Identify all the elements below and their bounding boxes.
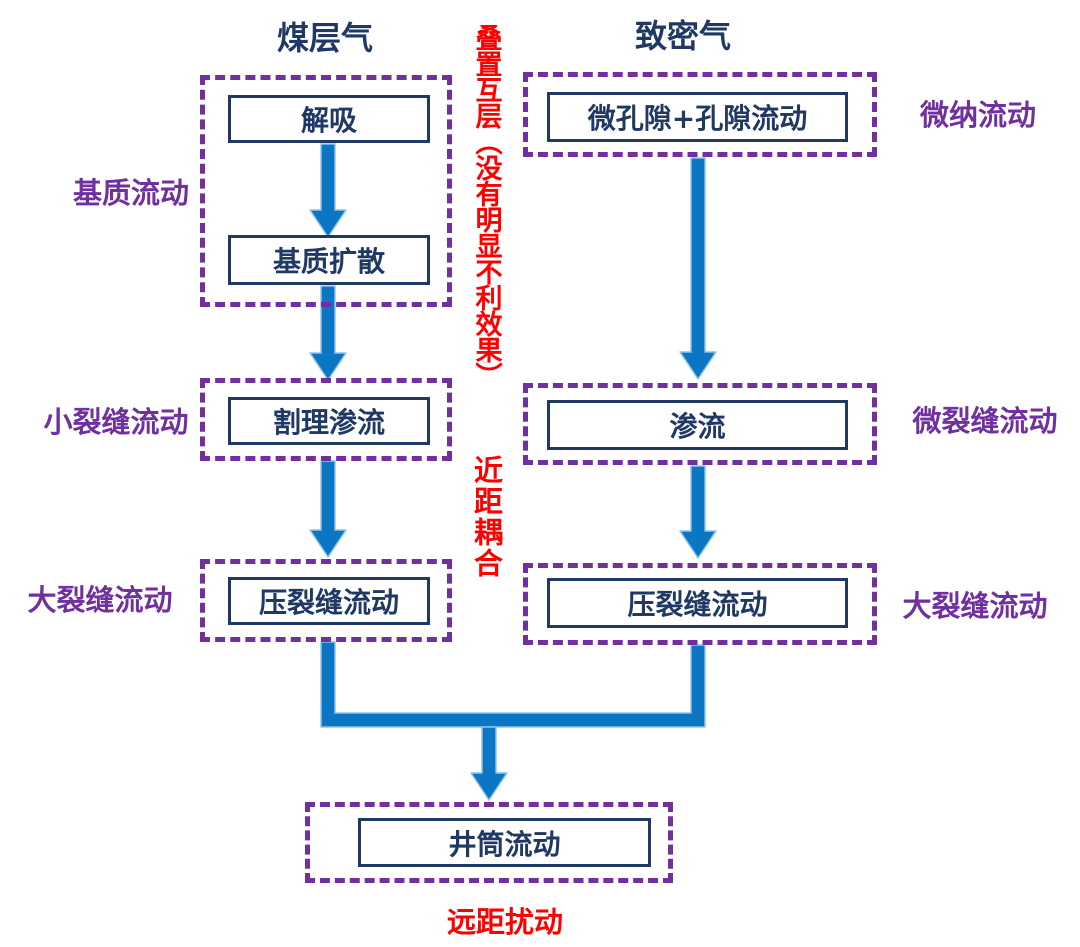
process-box-seepage: 渗流 bbox=[547, 400, 848, 450]
process-box-micropore-pore-flow: 微孔隙+孔隙流动 bbox=[547, 92, 848, 142]
process-box-fracture-flow-left: 压裂缝流动 bbox=[228, 577, 430, 625]
stage-label-large-fracture-flow-right: 大裂缝流动 bbox=[902, 589, 1048, 623]
process-box-desorption: 解吸 bbox=[228, 95, 430, 143]
group-frame-wellbore-flow bbox=[305, 802, 673, 883]
group-frame-micro-fracture-flow bbox=[523, 383, 877, 465]
annotation-near-coupling: 近距耦合 bbox=[469, 455, 504, 579]
annotation-far-disturbance: 远距扰动 bbox=[446, 905, 564, 939]
annotation-interbedding: 叠置互层（没有明显不利效果） bbox=[470, 24, 502, 388]
stage-label-small-fracture-flow: 小裂缝流动 bbox=[43, 405, 189, 439]
group-frame-matrix-flow bbox=[200, 75, 452, 307]
arrow-desorption-to-diffusion bbox=[309, 143, 347, 238]
group-frame-small-fracture-flow bbox=[200, 378, 452, 461]
group-frame-micro-nano-flow bbox=[523, 72, 877, 157]
group-frame-large-fracture-flow-left bbox=[200, 559, 452, 642]
arrow-diffusion-to-cleat bbox=[309, 285, 347, 381]
stage-label-large-fracture-flow-left: 大裂缝流动 bbox=[27, 583, 173, 617]
process-box-matrix-diffusion: 基质扩散 bbox=[228, 235, 430, 285]
stage-label-matrix-flow: 基质流动 bbox=[72, 176, 190, 210]
merge-connector bbox=[320, 641, 706, 728]
header-tight-gas: 致密气 bbox=[634, 17, 732, 55]
header-coalbed-gas: 煤层气 bbox=[276, 19, 374, 57]
arrow-cleat-to-fracture-left bbox=[309, 460, 347, 558]
group-frame-large-fracture-flow-right bbox=[523, 563, 877, 645]
arrow-pore-to-seepage bbox=[679, 157, 717, 380]
process-box-cleat-seepage: 割理渗流 bbox=[228, 397, 430, 445]
stage-label-micro-fracture-flow: 微裂缝流动 bbox=[912, 404, 1058, 438]
process-box-wellbore-flow: 井筒流动 bbox=[358, 818, 651, 867]
arrow-seepage-to-fracture-right bbox=[679, 465, 717, 559]
stage-label-micro-nano-flow: 微纳流动 bbox=[919, 98, 1037, 132]
process-box-fracture-flow-right: 压裂缝流动 bbox=[547, 578, 848, 628]
arrow-merge-to-wellbore bbox=[470, 726, 508, 801]
